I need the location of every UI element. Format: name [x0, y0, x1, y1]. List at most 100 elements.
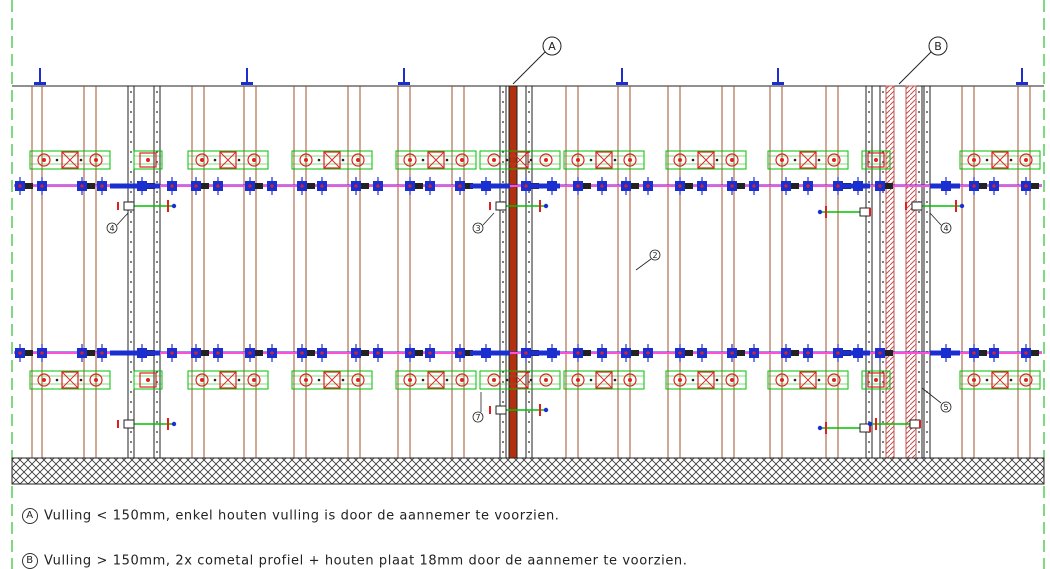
frame-hole: [868, 341, 870, 343]
clamp-hub: [628, 158, 632, 162]
frame-hole: [926, 451, 928, 453]
frame-hole: [868, 191, 870, 193]
frame-hole: [918, 221, 920, 223]
frame-hole: [868, 111, 870, 113]
clamp-frame: [861, 150, 891, 170]
bolt-center: [752, 184, 756, 188]
bolt-center: [678, 184, 682, 188]
waler-bolt: [15, 177, 33, 195]
frame-hole: [156, 301, 158, 303]
clamp-hub: [576, 158, 580, 162]
frame-hole: [502, 241, 504, 243]
frame-hole: [130, 321, 132, 323]
frame-hole: [918, 381, 920, 383]
frame-hole: [156, 431, 158, 433]
filler-a-strip: [508, 85, 518, 459]
clamp-dot: [691, 378, 695, 382]
lifting-point-icon: [616, 68, 628, 85]
frame-hole: [156, 221, 158, 223]
frame-hole: [156, 401, 158, 403]
callout-b-label: B: [934, 40, 942, 53]
clamp-hub: [780, 158, 784, 162]
frame-hole: [502, 91, 504, 93]
waler-bolt: [573, 344, 591, 362]
lifting-point-base: [34, 82, 46, 85]
frame-hole: [528, 221, 530, 223]
frame-hole: [918, 271, 920, 273]
clamp-hub: [628, 378, 632, 382]
waler-beam: [110, 183, 160, 189]
frame-hole: [926, 371, 928, 373]
waler-bolt: [1021, 344, 1039, 362]
frame-hole: [926, 131, 928, 133]
waler-bolt: [97, 177, 107, 195]
clamp-plate: [799, 371, 817, 389]
item-5-label: 5: [943, 403, 948, 412]
frame-hole: [502, 101, 504, 103]
waler-bolt: [803, 344, 813, 362]
clamp-frame: [861, 370, 891, 390]
frame-hole: [882, 101, 884, 103]
clamp-hub: [460, 158, 464, 162]
item-3: 3: [472, 212, 495, 234]
bolt-nut: [87, 350, 95, 356]
frame-hole: [918, 371, 920, 373]
item-5: 5: [921, 387, 952, 413]
frame-hole: [130, 101, 132, 103]
bolt-nut: [307, 350, 315, 356]
frame-hole: [130, 171, 132, 173]
item-4-left: 4: [106, 212, 129, 234]
frame-hole: [156, 261, 158, 263]
frame-hole: [156, 441, 158, 443]
clamp-wheel: [403, 373, 417, 387]
frame-hole: [926, 321, 928, 323]
frame-hole: [156, 121, 158, 123]
frame-hole: [156, 271, 158, 273]
clamp-dot: [817, 158, 821, 162]
frame-hole: [528, 111, 530, 113]
frame-hole: [130, 241, 132, 243]
prop-end: [171, 421, 177, 427]
frame-hole: [156, 231, 158, 233]
bolt-center: [524, 184, 528, 188]
bolt-center: [428, 184, 432, 188]
frame-hole: [882, 331, 884, 333]
legend-b-symbol: B: [22, 553, 38, 569]
clamp-hub: [252, 378, 256, 382]
frame-hole: [882, 251, 884, 253]
waler-bolt: [969, 177, 987, 195]
prop-end: [543, 203, 549, 209]
waler-bolt: [969, 344, 987, 362]
clamp-wheel: [195, 153, 209, 167]
frame-hole: [130, 121, 132, 123]
bolt-center: [18, 184, 22, 188]
clamp-plate: [799, 151, 817, 169]
clamp-frame: [29, 370, 111, 390]
frame-hole: [130, 341, 132, 343]
plank-lines: [31, 86, 1031, 458]
frame-hole: [926, 341, 928, 343]
waler-bolt: [317, 177, 327, 195]
frame-hole: [156, 181, 158, 183]
clamp-wheel: [571, 153, 585, 167]
frame-hole: [926, 91, 928, 93]
bolt-center: [458, 351, 462, 355]
frame-hole: [156, 111, 158, 113]
clamp-dot: [237, 378, 241, 382]
clamp-cross: [799, 151, 817, 169]
frame-hole: [926, 241, 928, 243]
frame-hole: [882, 221, 884, 223]
frame-hole: [868, 451, 870, 453]
frame-hole: [926, 291, 928, 293]
frame-hole: [502, 281, 504, 283]
frame-hole: [502, 231, 504, 233]
bolt-center: [458, 184, 462, 188]
bolt-center: [40, 184, 44, 188]
clamp-cross: [991, 151, 1009, 169]
clamp-dot: [985, 158, 989, 162]
frame-hole: [918, 451, 920, 453]
frame-hole: [156, 341, 158, 343]
frame-hole: [130, 431, 132, 433]
bolt-center: [576, 184, 580, 188]
frame-hole: [528, 141, 530, 143]
